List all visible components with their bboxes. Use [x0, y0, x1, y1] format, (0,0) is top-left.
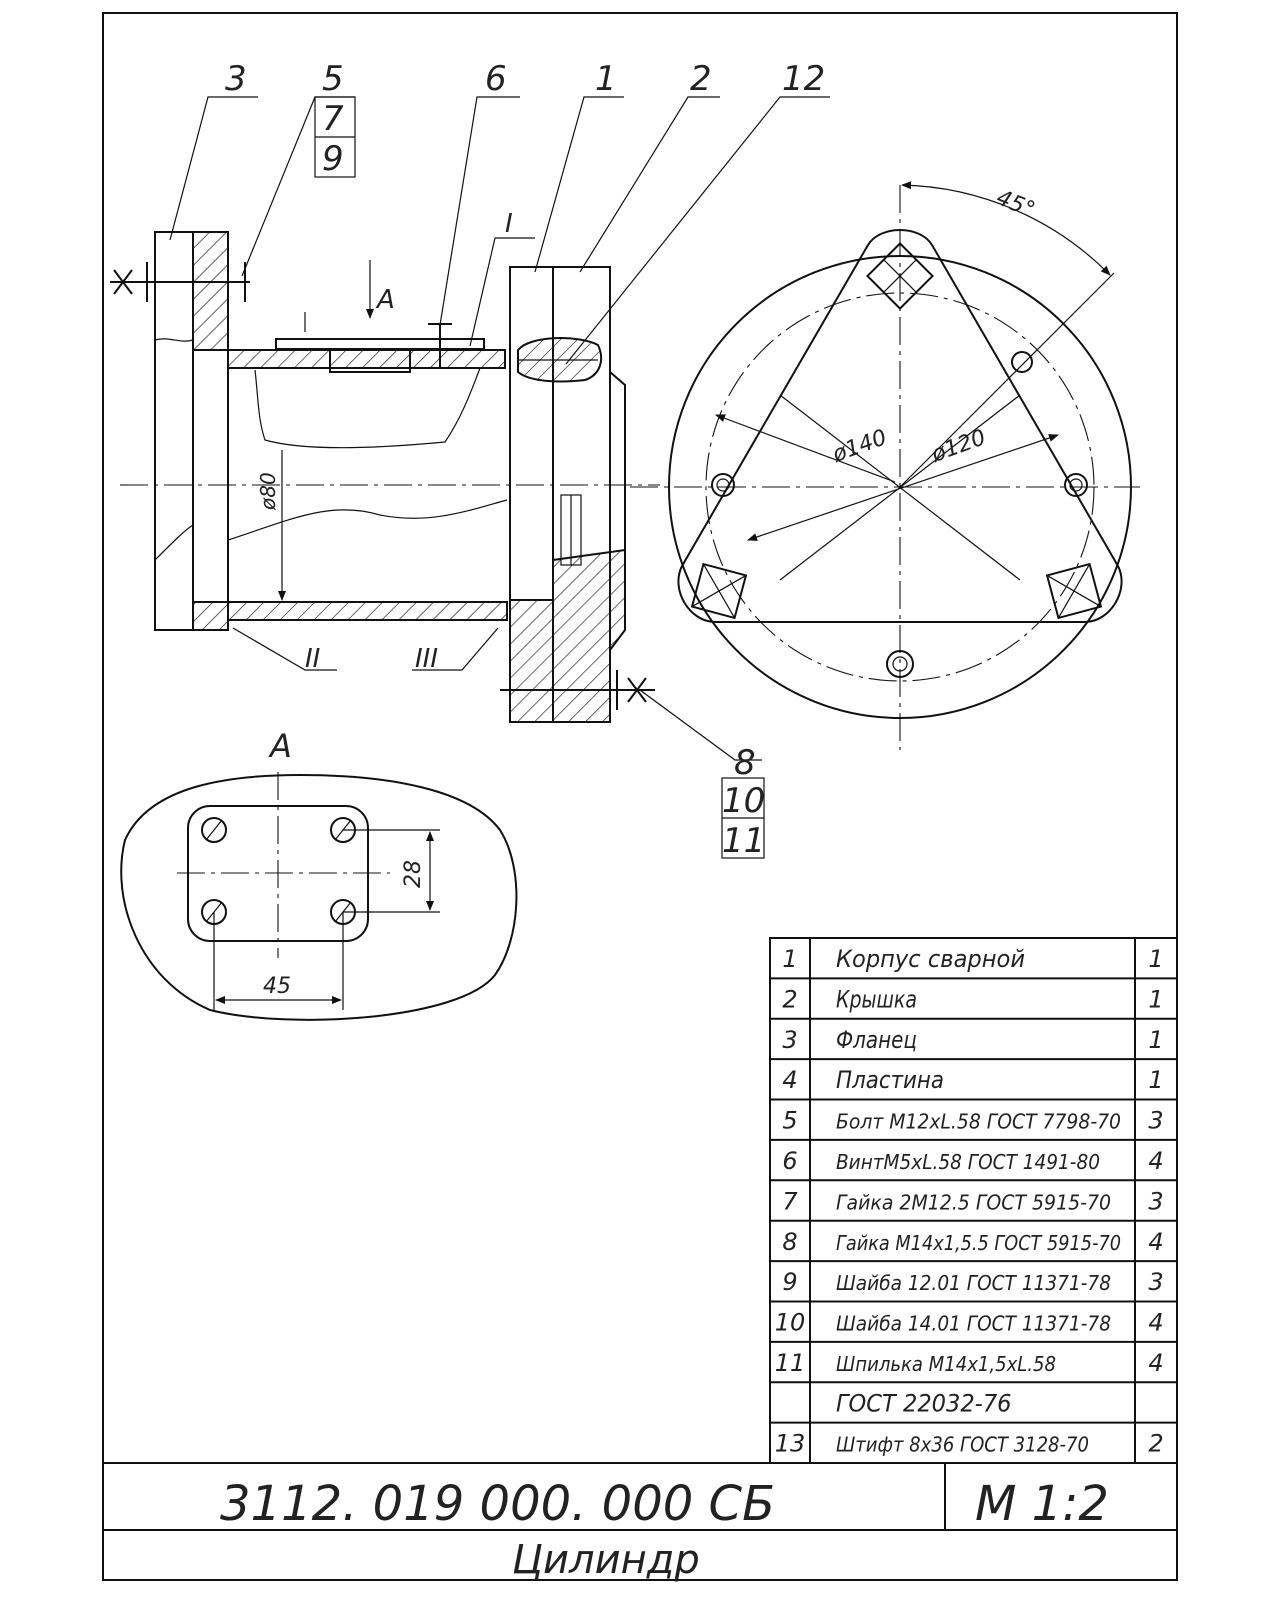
spec-name: Гайка М14х1,5.5 ГОСТ 5915-70 [836, 1231, 1121, 1255]
spec-name: Пластина [836, 1066, 944, 1094]
leader-9: 9 [322, 139, 344, 179]
spec-name: Фланец [836, 1026, 917, 1054]
spec-qty: 3 [1148, 1268, 1163, 1296]
leader-12: 12 [782, 59, 825, 99]
position-leaders: 3 5 7 9 6 1 2 12 8 10 11 [169, 59, 830, 861]
dim-45: 45 [263, 974, 291, 999]
spec-name: Гайка 2М12.5 ГОСТ 5915-70 [836, 1190, 1111, 1214]
detail-ii-label: II [305, 644, 320, 674]
title-designation: 3112. 019 000. 000 СБ [220, 1476, 775, 1532]
leader-2: 2 [690, 59, 712, 99]
spec-name: Шайба 12.01 ГОСТ 11371-78 [836, 1271, 1111, 1295]
title-block: 3112. 019 000. 000 СБ М 1:2 Цилиндр [103, 1462, 1177, 1583]
spec-name: Крышка [836, 985, 917, 1013]
title-scale: М 1:2 [975, 1476, 1109, 1532]
spec-qty: 1 [1148, 985, 1163, 1013]
spec-pos: 10 [775, 1309, 806, 1337]
spec-qty: 1 [1148, 1026, 1163, 1054]
spec-pos: 8 [782, 1228, 797, 1256]
spec-qty: 1 [1148, 1066, 1163, 1094]
spec-pos: 5 [782, 1107, 797, 1135]
section-arrow-label: A [375, 285, 395, 315]
dim-28: 28 [401, 860, 426, 888]
detail-i-label: I [505, 209, 513, 239]
spec-qty: 2 [1148, 1430, 1163, 1458]
spec-pos: 1 [782, 945, 797, 973]
detail-iii-label: III [415, 644, 438, 674]
leader-8: 8 [734, 743, 756, 783]
spec-qty: 4 [1148, 1147, 1163, 1175]
leader-5: 5 [322, 59, 344, 99]
spec-pos: 13 [775, 1430, 806, 1458]
leader-1: 1 [595, 59, 617, 99]
spec-pos: 4 [782, 1066, 797, 1094]
spec-qty: 3 [1148, 1107, 1163, 1135]
spec-name: Корпус сварной [836, 945, 1025, 973]
sheet-frame [102, 12, 1178, 1581]
leader-11: 11 [722, 821, 765, 861]
view-a: A 28 45 [120, 727, 518, 1021]
sectional-view: A ø80 II III I [110, 209, 660, 723]
spec-qty: 4 [1148, 1309, 1163, 1337]
dim-d80: ø80 [256, 472, 280, 511]
leader-6: 6 [485, 59, 507, 99]
spec-pos: 6 [782, 1147, 797, 1175]
spec-name: Шпилька М14х1,5хL.58 [836, 1352, 1056, 1376]
spec-qty: 1 [1148, 945, 1163, 973]
spec-pos: 3 [782, 1026, 797, 1054]
spec-pos: 9 [782, 1268, 797, 1296]
end-view: ø140 ø120 45° [630, 181, 1140, 750]
spec-name: Шайба 14.01 ГОСТ 11371-78 [836, 1312, 1111, 1336]
leader-10: 10 [722, 781, 765, 821]
spec-pos: 2 [782, 985, 797, 1013]
spec-name: Болт М12хL.58 ГОСТ 7798-70 [836, 1110, 1121, 1134]
spec-qty: 4 [1148, 1228, 1163, 1256]
dim-d140: ø140 [829, 425, 891, 468]
spec-pos: 11 [775, 1349, 806, 1377]
title-name: Цилиндр [512, 1537, 700, 1583]
spec-pos: 7 [782, 1187, 798, 1215]
leader-3: 3 [225, 59, 247, 99]
spec-name: Штифт 8х36 ГОСТ 3128-70 [836, 1433, 1089, 1457]
leader-7: 7 [322, 99, 344, 139]
spec-name: ГОСТ 22032-76 [836, 1389, 1012, 1417]
spec-name: ВинтМ5хL.58 ГОСТ 1491-80 [836, 1150, 1100, 1174]
spec-qty: 3 [1148, 1187, 1163, 1215]
view-a-label: A [268, 727, 292, 765]
spec-qty: 4 [1148, 1349, 1163, 1377]
